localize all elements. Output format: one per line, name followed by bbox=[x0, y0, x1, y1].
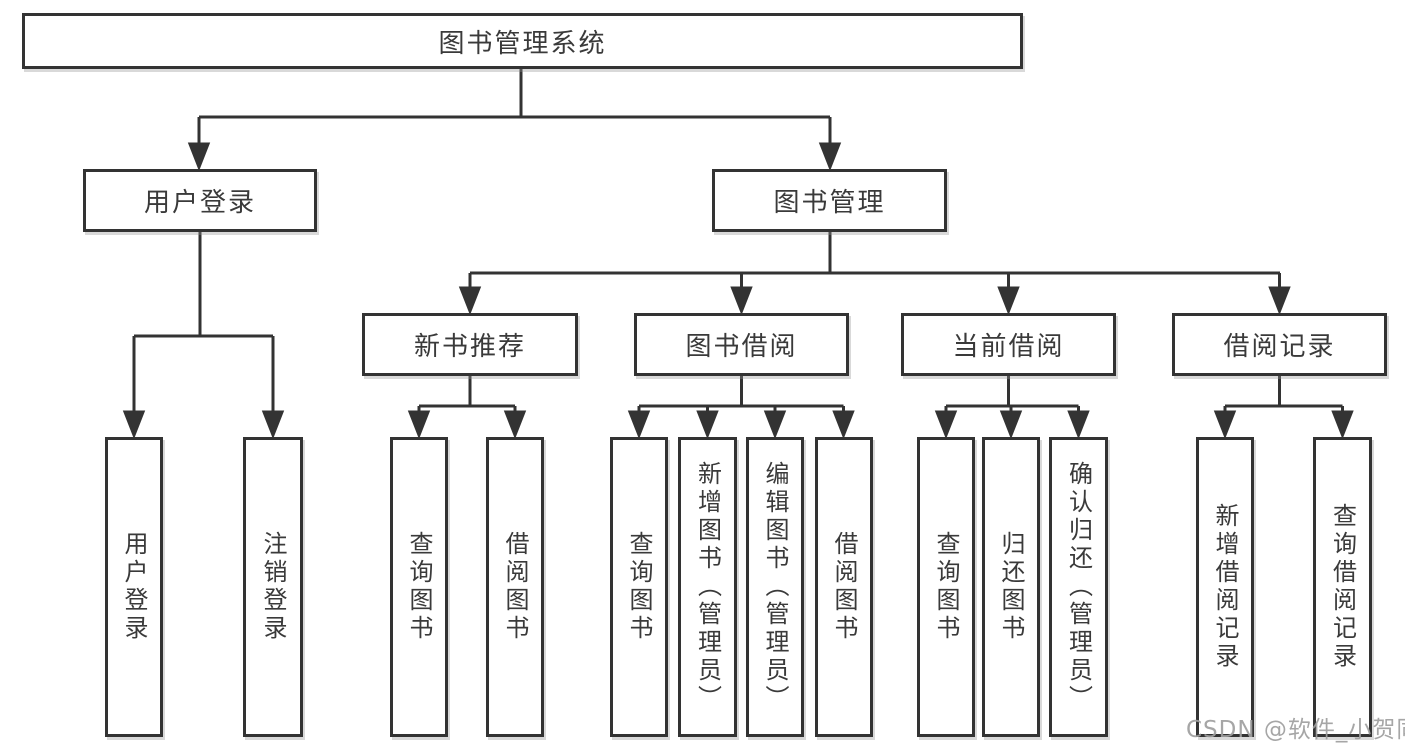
leaf-borrow-books-recommend: 借阅图书 bbox=[486, 437, 544, 737]
node-library-system: 图书管理系统 bbox=[22, 13, 1023, 69]
leaf-query-books-current: 查询图书 bbox=[917, 437, 975, 737]
leaf-edit-book-admin: 编辑图书（管理员） bbox=[746, 437, 804, 737]
leaf-logout: 注销登录 bbox=[243, 437, 303, 737]
node-book-borrow: 图书借阅 bbox=[634, 313, 849, 376]
leaf-return-books: 归还图书 bbox=[982, 437, 1040, 737]
node-current-borrow: 当前借阅 bbox=[901, 313, 1116, 376]
leaf-add-borrow-record-label: 新增借阅记录 bbox=[1211, 503, 1239, 671]
connector-book-management-to-level2 bbox=[458, 232, 1291, 316]
leaf-borrow-books-recommend-label: 借阅图书 bbox=[501, 531, 529, 643]
leaf-borrow-books: 借阅图书 bbox=[815, 437, 873, 737]
leaf-query-books-recommend: 查询图书 bbox=[390, 437, 448, 737]
leaf-user-login-label: 用户登录 bbox=[120, 531, 148, 643]
node-new-book-recommend: 新书推荐 bbox=[362, 313, 578, 376]
leaf-logout-label: 注销登录 bbox=[259, 531, 287, 643]
leaf-borrow-books-label: 借阅图书 bbox=[830, 531, 858, 643]
connector-borrow-records-to-leaves bbox=[1213, 376, 1354, 440]
leaf-query-books-recommend-label: 查询图书 bbox=[405, 531, 433, 643]
node-user-login-label: 用户登录 bbox=[143, 188, 256, 218]
leaf-query-books-borrow-label: 查询图书 bbox=[625, 531, 653, 643]
connector-current-borrow-to-leaves bbox=[934, 376, 1090, 440]
node-borrow-records-label: 借阅记录 bbox=[1223, 332, 1336, 362]
leaf-add-book-admin: 新增图书（管理员） bbox=[678, 437, 737, 737]
connector-book-borrow-to-leaves bbox=[627, 376, 855, 440]
connector-root-to-level1 bbox=[187, 69, 842, 172]
leaf-query-borrow-record: 查询借阅记录 bbox=[1313, 437, 1372, 737]
leaf-confirm-return-admin: 确认归还（管理员） bbox=[1049, 437, 1108, 737]
node-user-login: 用户登录 bbox=[83, 169, 317, 232]
node-book-management-label: 图书管理 bbox=[773, 188, 886, 218]
connector-user-login-to-leaves bbox=[122, 232, 285, 440]
node-borrow-records: 借阅记录 bbox=[1172, 313, 1387, 376]
csdn-watermark: CSDN @软件_小贺同学 bbox=[1186, 717, 1405, 743]
node-current-borrow-label: 当前借阅 bbox=[952, 332, 1065, 362]
leaf-user-login: 用户登录 bbox=[105, 437, 163, 737]
leaf-edit-book-admin-label: 编辑图书（管理员） bbox=[761, 461, 789, 713]
leaf-add-borrow-record: 新增借阅记录 bbox=[1196, 437, 1254, 737]
connector-new-book-to-leaves bbox=[407, 376, 527, 440]
leaf-confirm-return-admin-label: 确认归还（管理员） bbox=[1064, 461, 1093, 713]
node-new-book-recommend-label: 新书推荐 bbox=[413, 332, 526, 362]
leaf-query-books-borrow: 查询图书 bbox=[610, 437, 668, 737]
node-book-borrow-label: 图书借阅 bbox=[685, 332, 798, 362]
node-library-system-label: 图书管理系统 bbox=[438, 28, 607, 59]
leaf-return-books-label: 归还图书 bbox=[997, 531, 1025, 643]
leaf-add-book-admin-label: 新增图书（管理员） bbox=[693, 461, 722, 713]
leaf-query-borrow-record-label: 查询借阅记录 bbox=[1328, 503, 1357, 671]
leaf-query-books-current-label: 查询图书 bbox=[932, 531, 960, 643]
node-book-management: 图书管理 bbox=[712, 169, 947, 232]
